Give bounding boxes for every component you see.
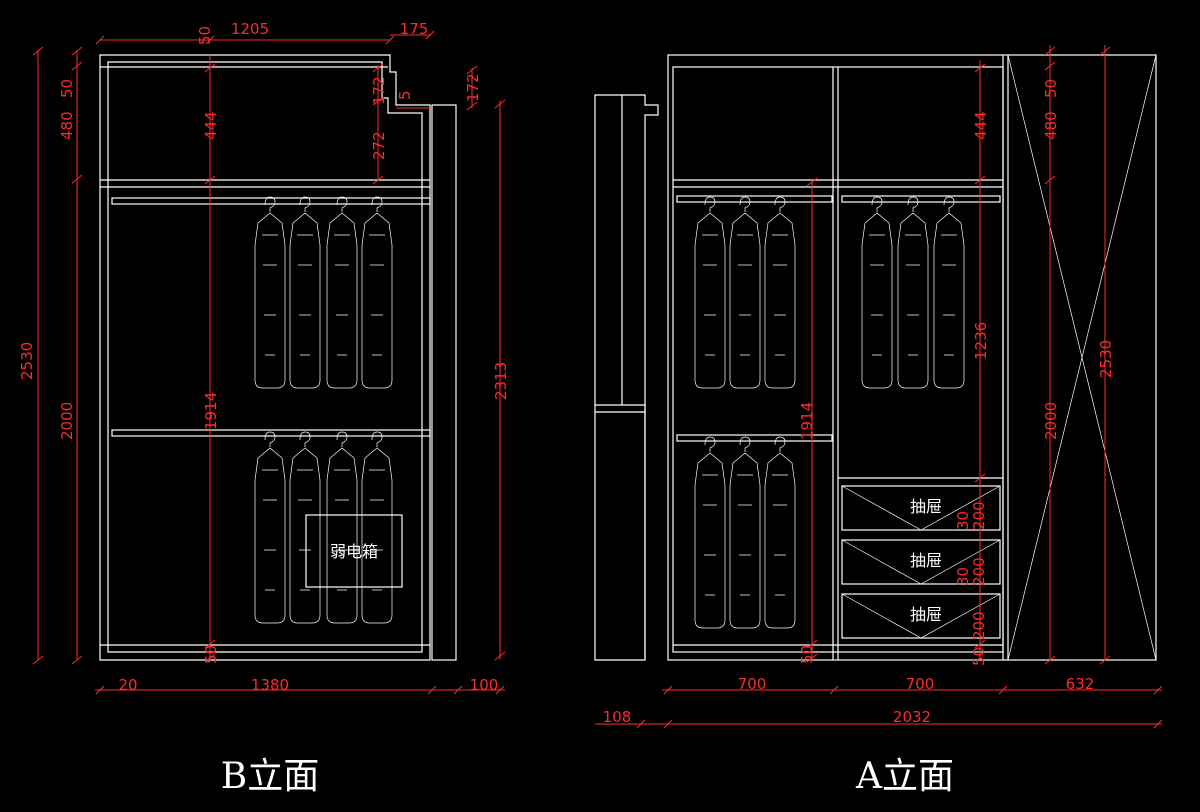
a-elevation-title: A立面 [855, 756, 954, 797]
a-dim-700a: 700 [738, 675, 767, 693]
a-garments-left-lower [694, 436, 796, 629]
b-side-panel [431, 104, 457, 661]
a-dim-30b: 30 [954, 567, 972, 586]
a-dim-480: 480 [1042, 111, 1060, 140]
a-outer-frame [667, 54, 1157, 661]
b-dim-2313: 2313 [492, 362, 510, 400]
b-low-voltage-box [305, 514, 403, 588]
a-drawer-label: 抽屉 [910, 605, 942, 624]
b-dim-172a: 172 [370, 76, 388, 105]
a-garments-left-upper [694, 196, 796, 389]
b-dim-2000: 2000 [58, 402, 76, 440]
b-dimensions: 1205 175 50 2530 2000 480 50 444 1914 50… [18, 20, 510, 695]
a-dim-444: 444 [972, 111, 990, 140]
a-drawer: 抽屉 [841, 485, 1001, 531]
b-dim-175: 175 [400, 20, 429, 38]
b-elevation-title: B立面 [221, 756, 319, 797]
a-dim-1236: 1236 [972, 322, 990, 360]
b-dim-444: 444 [202, 111, 220, 140]
elevation-a: 抽屉 抽屉 抽屉 [594, 54, 1157, 661]
b-dim-bottom-50: 50 [202, 645, 220, 664]
b-dim-2530: 2530 [18, 342, 36, 380]
a-dim-700b: 700 [906, 675, 935, 693]
b-garments-lower [254, 431, 393, 624]
a-dim-1914: 1914 [798, 402, 816, 440]
a-rod-left-upper [676, 195, 833, 203]
a-dim-2530: 2530 [1097, 340, 1115, 378]
a-dim-drawer-50: 50 [970, 647, 988, 666]
b-dim-100: 100 [470, 676, 499, 694]
b-dim-1205: 1205 [231, 20, 269, 38]
a-rod-right [841, 195, 1001, 203]
b-dim-5: 5 [396, 90, 414, 100]
b-dim-50: 50 [196, 26, 214, 45]
b-rod-lower [111, 429, 431, 437]
a-dimensions: 1914 50 444 1236 30 200 30 200 200 50 48… [595, 45, 1163, 729]
a-dim-bottom-50: 50 [798, 645, 816, 664]
b-garments-upper [254, 196, 393, 389]
b-inner-frame [107, 61, 423, 653]
b-dim-172b: 172 [464, 73, 482, 102]
a-dim-200a: 200 [970, 501, 988, 530]
a-rod-left-lower [676, 434, 833, 442]
a-open-section-cross [1007, 54, 1157, 661]
b-dim-480: 480 [58, 111, 76, 140]
a-dim-2000: 2000 [1042, 402, 1060, 440]
b-dim-1914: 1914 [202, 392, 220, 430]
a-dim-2032: 2032 [893, 708, 931, 726]
a-garments-right [861, 196, 965, 389]
a-drawer: 抽屉 [841, 539, 1001, 585]
a-dim-108: 108 [603, 708, 632, 726]
b-dim-20: 20 [118, 676, 137, 694]
b-dim-1380: 1380 [251, 676, 289, 694]
a-dim-right-50: 50 [1042, 79, 1060, 98]
a-dim-200c: 200 [970, 611, 988, 640]
a-dim-632: 632 [1066, 675, 1095, 693]
a-dim-30a: 30 [954, 511, 972, 530]
elevation-b: 弱电箱 [99, 54, 457, 661]
b-dim-272: 272 [370, 131, 388, 160]
a-left-cabinet [594, 94, 659, 661]
a-dim-200b: 200 [970, 557, 988, 586]
b-dim-left-50: 50 [58, 79, 76, 98]
a-drawer-label: 抽屉 [910, 551, 942, 570]
a-drawer-label: 抽屉 [910, 497, 942, 516]
a-drawer: 抽屉 [841, 593, 1001, 639]
b-rod-upper [111, 197, 431, 205]
b-box-label: 弱电箱 [330, 542, 378, 561]
